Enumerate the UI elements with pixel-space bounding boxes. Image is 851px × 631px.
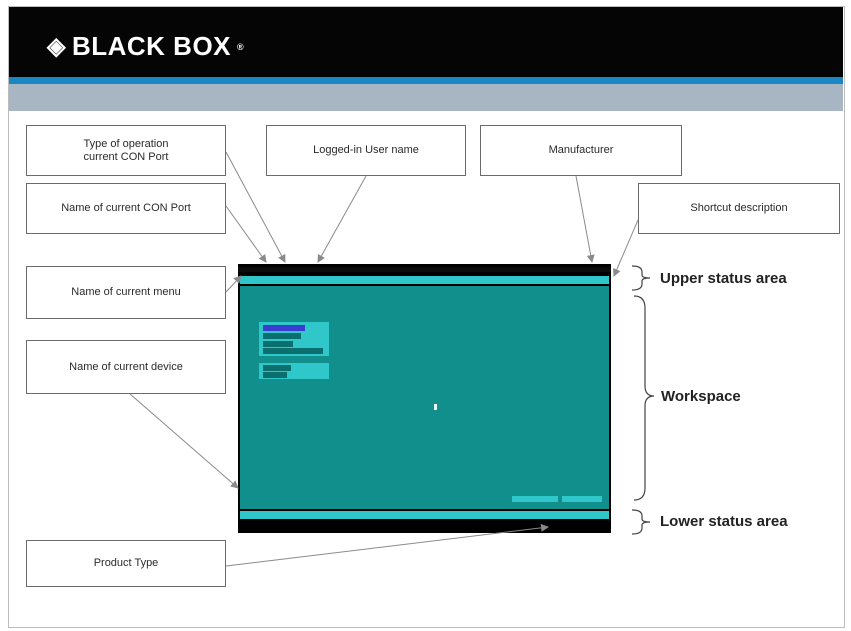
- osd-menu-item: [263, 341, 293, 347]
- screen-top-strip: [238, 267, 611, 272]
- grey-band: [9, 84, 843, 111]
- osd-menu-secondary: [259, 363, 329, 379]
- brand-logo: ◈ BLACK BOX ®: [47, 31, 244, 62]
- osd-menu-item: [263, 333, 301, 339]
- arrow-con-port-name: [225, 205, 267, 263]
- arrow-current-menu: [225, 275, 242, 293]
- trademark-symbol: ®: [237, 41, 245, 52]
- osd-screen: [238, 264, 611, 533]
- osd-menu-item: [263, 365, 291, 371]
- mouse-cursor-icon: [434, 404, 437, 410]
- upper-status-bar: [240, 276, 609, 284]
- callout-manufacturer: Manufacturer: [480, 125, 682, 176]
- black-box-diamond-icon: ◈: [47, 33, 66, 60]
- arrow-type-of-operation: [225, 151, 286, 263]
- brace-upper-status: [631, 265, 651, 291]
- screen-status-box: [562, 496, 602, 502]
- label-workspace: Workspace: [661, 388, 741, 405]
- callout-type-of-operation: Type of operation current CON Port: [26, 125, 226, 176]
- header-bar: ◈ BLACK BOX ®: [9, 7, 843, 77]
- arrow-shortcut-description: [613, 219, 639, 277]
- callout-current-menu: Name of current menu: [26, 266, 226, 319]
- accent-stripe: [9, 77, 843, 84]
- callout-logged-in-user: Logged-in User name: [266, 125, 466, 176]
- callout-shortcut-description: Shortcut description: [638, 183, 840, 234]
- callout-current-device: Name of current device: [26, 340, 226, 394]
- osd-menu-item: [263, 372, 287, 378]
- osd-menu-main: [259, 322, 329, 356]
- brace-workspace: [633, 295, 655, 501]
- screen-bottom-strip: [238, 521, 611, 533]
- osd-menu-item: [263, 348, 323, 354]
- osd-menu-item: [263, 325, 305, 331]
- brand-name: BLACK BOX: [71, 31, 232, 61]
- arrow-logged-in-user: [317, 175, 367, 263]
- label-upper-status-area: Upper status area: [660, 270, 787, 287]
- label-lower-status-area: Lower status area: [660, 513, 788, 530]
- workspace-panel: [240, 286, 609, 509]
- callout-product-type: Product Type: [26, 540, 226, 587]
- arrow-product-type: [225, 523, 549, 567]
- brace-lower-status: [631, 509, 651, 535]
- callout-con-port-name: Name of current CON Port: [26, 183, 226, 234]
- lower-status-bar: [240, 511, 609, 519]
- screen-status-box: [512, 496, 558, 502]
- arrow-current-device: [129, 393, 239, 489]
- arrow-manufacturer: [575, 175, 595, 263]
